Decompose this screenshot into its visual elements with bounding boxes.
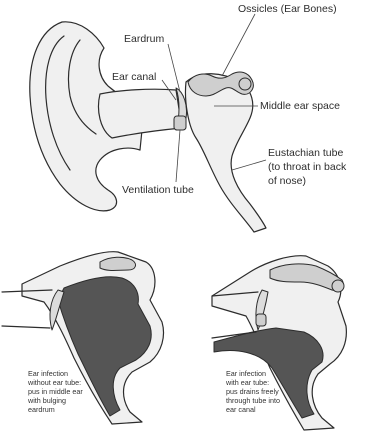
caption-right-line-2: with ear tube: xyxy=(225,378,269,387)
caption-left-line-4: with bulging xyxy=(27,396,66,405)
leader-ventilation xyxy=(176,130,180,182)
ventilation-tube-shape xyxy=(174,116,186,130)
caption-right-line-3: pus drains freely xyxy=(226,387,279,396)
label-ossicles: Ossicles (Ear Bones) xyxy=(238,3,337,15)
left-ear-canal-lower xyxy=(2,326,50,328)
label-ventilation-tube: Ventilation tube xyxy=(122,184,194,196)
bottom-left-illustration: Ear infection without ear tube: pus in m… xyxy=(2,252,164,424)
label-eustachian-tube-2: (to throat in back xyxy=(268,161,347,173)
caption-right-line-5: ear canal xyxy=(226,405,256,414)
label-ear-canal: Ear canal xyxy=(112,71,156,83)
left-ossicle-top xyxy=(100,257,135,270)
bottom-right-illustration: Ear infection with ear tube: pus drains … xyxy=(212,256,346,430)
ossicle-round xyxy=(239,78,251,90)
leader-eardrum xyxy=(168,44,180,92)
label-eardrum: Eardrum xyxy=(124,33,165,45)
label-middle-ear-space: Middle ear space xyxy=(260,100,340,112)
label-eustachian-tube-3: of nose) xyxy=(268,175,306,187)
caption-left-line-3: pus in middle ear xyxy=(28,387,83,396)
middle-ear-space-shape xyxy=(185,74,266,232)
label-eustachian-tube-1: Eustachian tube xyxy=(268,147,343,159)
leader-ossicles xyxy=(222,14,255,76)
caption-left-line-5: eardrum xyxy=(28,405,55,414)
caption-left-line-2: without ear tube: xyxy=(27,378,81,387)
leader-eustachian xyxy=(232,160,266,170)
ear-canal-shape xyxy=(99,89,183,138)
right-ossicle-round xyxy=(332,280,344,292)
caption-right-line-1: Ear infection xyxy=(226,369,266,378)
top-ear-illustration: Ossicles (Ear Bones) Eardrum Ear canal M… xyxy=(30,3,347,232)
right-ventilation-tube xyxy=(256,314,266,326)
caption-left-line-1: Ear infection xyxy=(28,369,68,378)
caption-right-line-4: through tube into xyxy=(226,396,280,405)
